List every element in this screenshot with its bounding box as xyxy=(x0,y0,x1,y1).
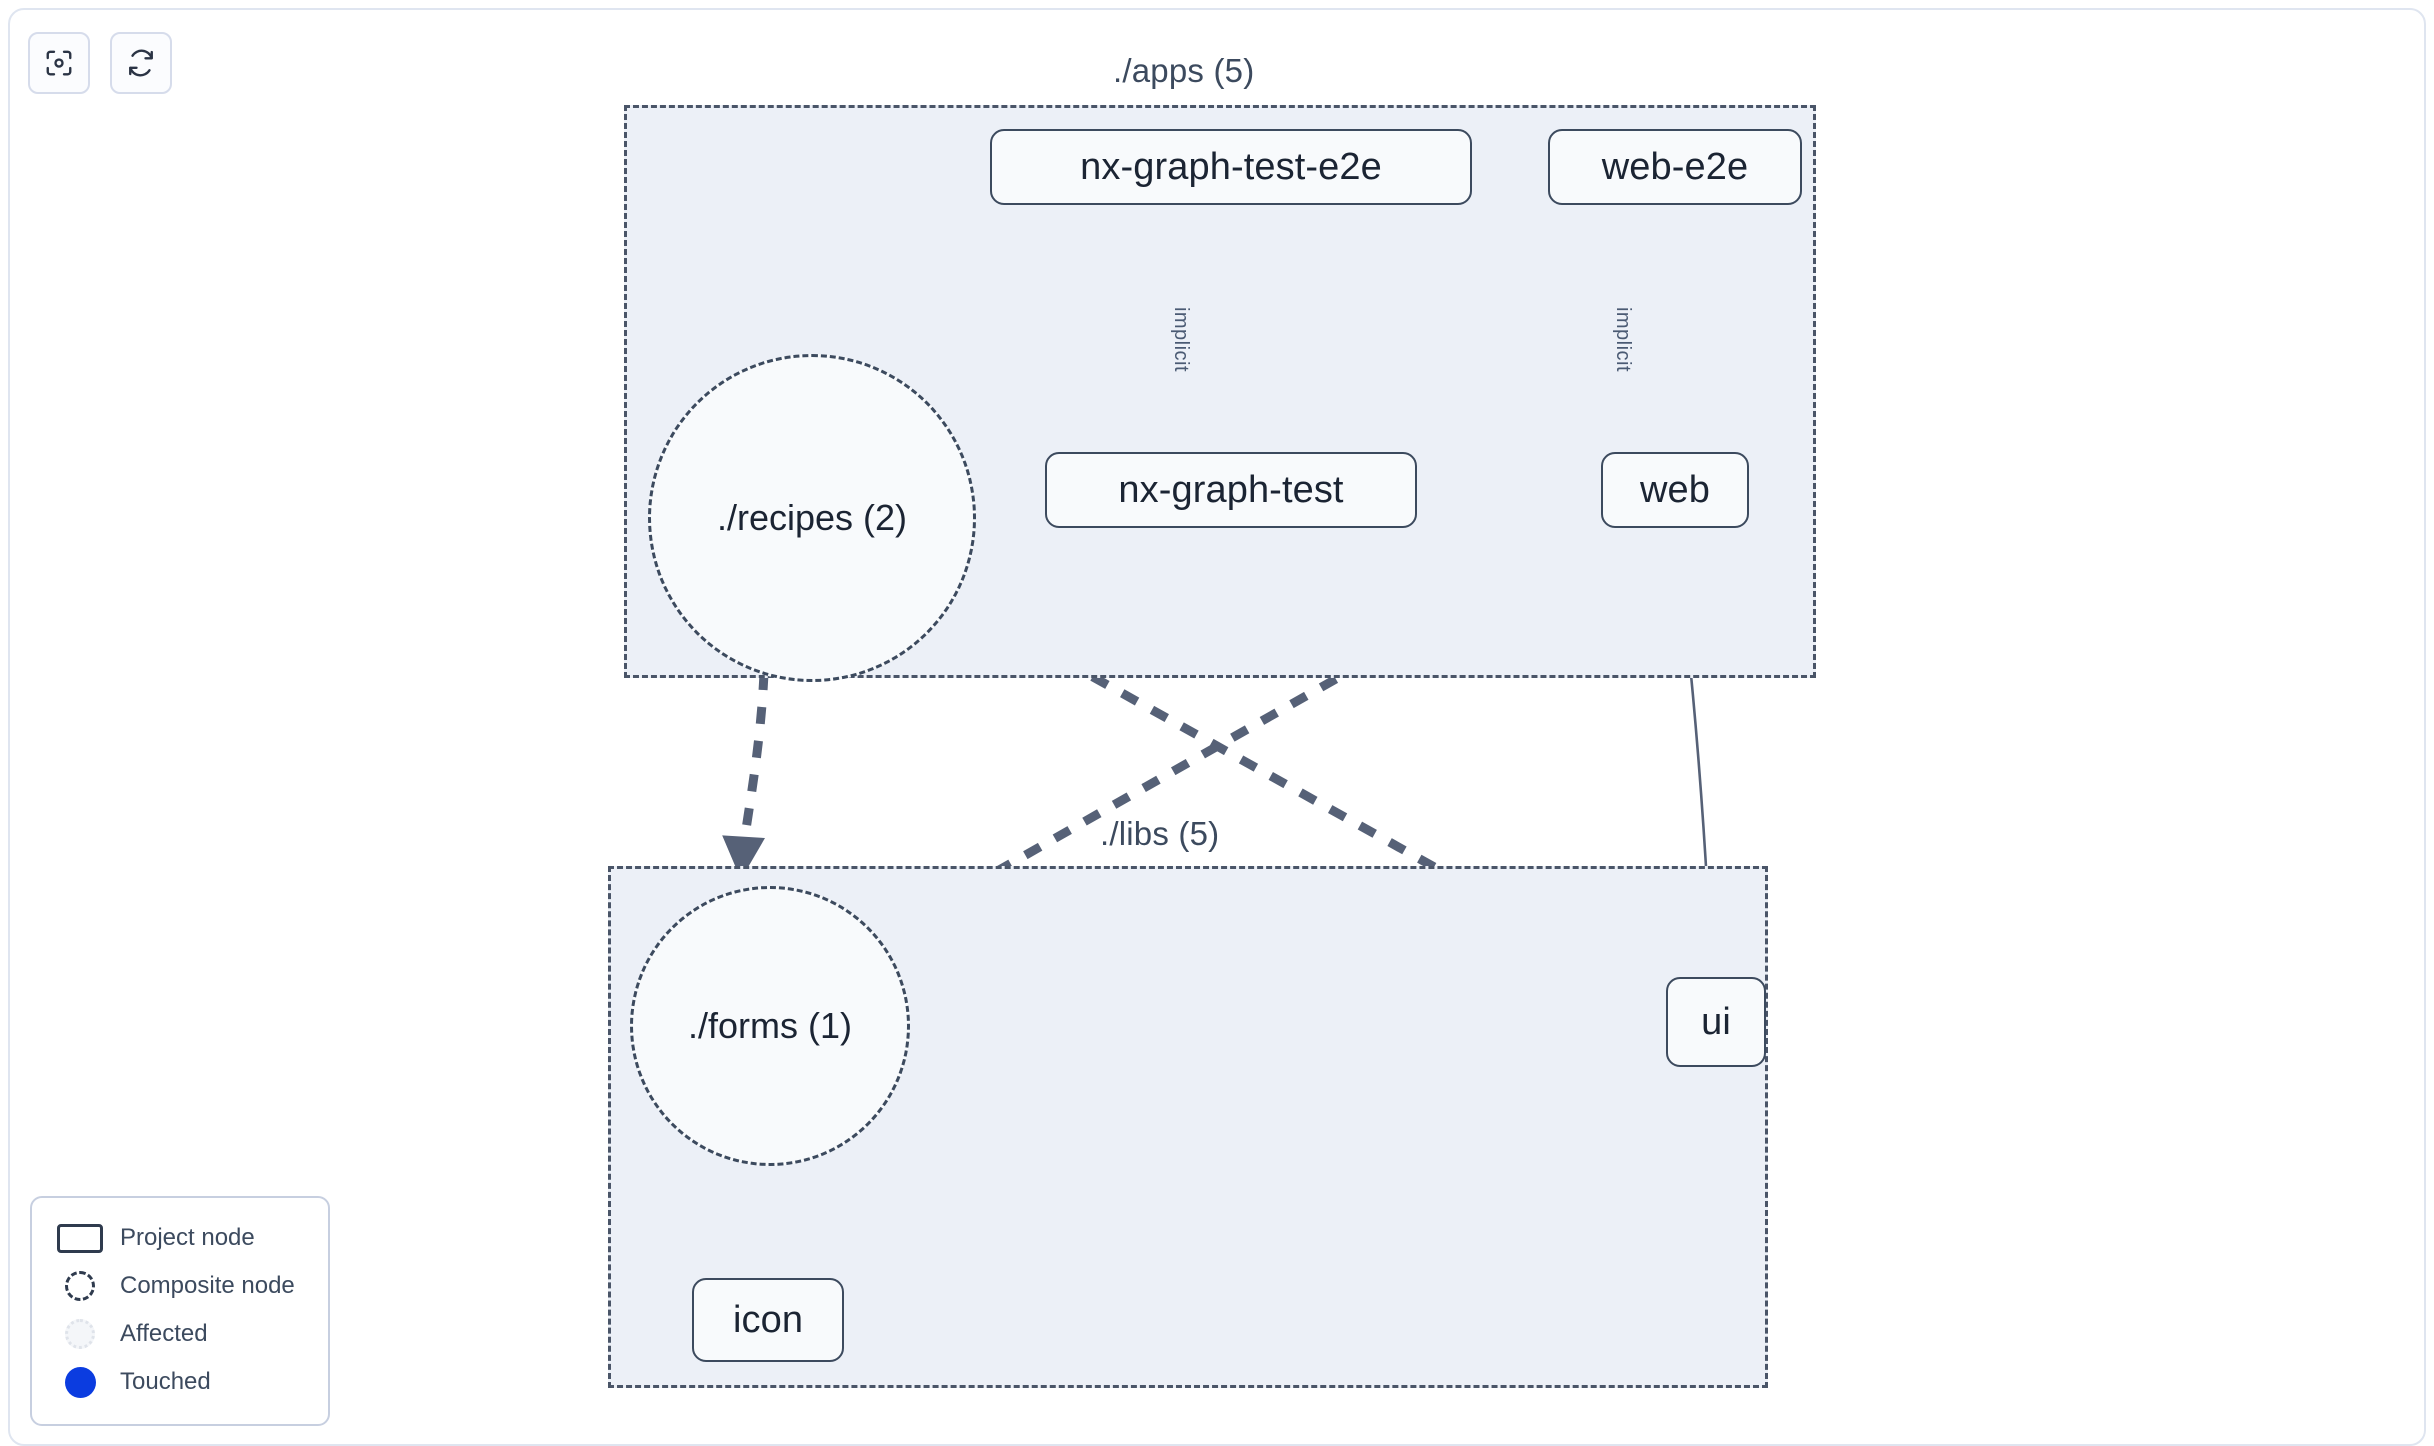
edge-label-implicit-web: implicit xyxy=(1612,306,1635,373)
refresh-icon xyxy=(126,48,156,78)
node-web[interactable]: web xyxy=(1601,452,1749,528)
project-node-swatch xyxy=(54,1223,106,1253)
composite-node-swatch xyxy=(54,1271,106,1301)
graph-legend: Project node Composite node Affected Tou… xyxy=(30,1196,330,1426)
legend-label: Project node xyxy=(120,1224,255,1251)
legend-item-touched: Touched xyxy=(54,1358,310,1406)
node-icon[interactable]: icon xyxy=(692,1278,844,1362)
node-nx-graph-test[interactable]: nx-graph-test xyxy=(1045,452,1417,528)
legend-item-affected: Affected xyxy=(54,1310,310,1358)
node-forms[interactable]: ./forms (1) xyxy=(630,886,910,1166)
focus-target-icon xyxy=(44,48,74,78)
node-recipes[interactable]: ./recipes (2) xyxy=(648,354,976,682)
group-label-apps: ./apps (5) xyxy=(1113,52,1255,89)
edge-label-implicit-nx-graph-test: implicit xyxy=(1170,306,1193,373)
legend-item-project-node: Project node xyxy=(54,1214,310,1262)
touched-swatch xyxy=(54,1366,106,1398)
legend-label: Touched xyxy=(120,1368,211,1395)
focus-graph-button[interactable] xyxy=(28,32,90,94)
node-nx-graph-test-e2e[interactable]: nx-graph-test-e2e xyxy=(990,129,1472,205)
legend-label: Composite node xyxy=(120,1272,295,1299)
graph-toolbar xyxy=(28,32,172,94)
affected-swatch xyxy=(54,1319,106,1349)
legend-label: Affected xyxy=(120,1320,208,1347)
node-ui[interactable]: ui xyxy=(1666,977,1766,1067)
legend-item-composite-node: Composite node xyxy=(54,1262,310,1310)
node-web-e2e[interactable]: web-e2e xyxy=(1548,129,1802,205)
refresh-graph-button[interactable] xyxy=(110,32,172,94)
edge-recipes-to-forms xyxy=(722,672,769,880)
group-label-libs: ./libs (5) xyxy=(1100,815,1220,852)
